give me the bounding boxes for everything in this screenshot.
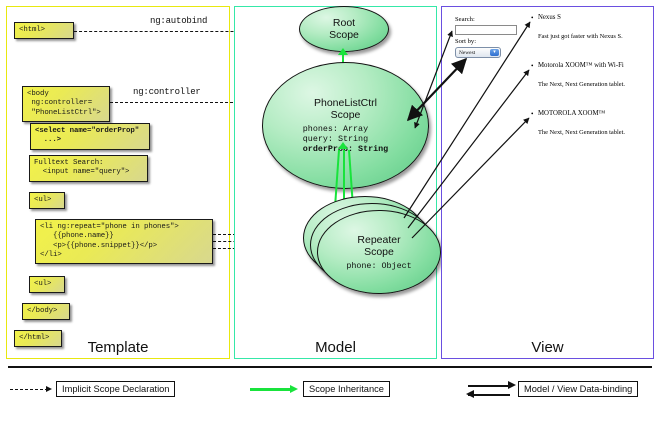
legend-green-arrowhead (290, 384, 298, 393)
scope-prop-plain: phones: Array query: String (302, 124, 369, 144)
code-box-select: <select name="orderProp" ...> (30, 123, 150, 150)
search-input[interactable] (455, 25, 517, 35)
chevron-updown-icon: ▾ (490, 49, 499, 56)
connector-autobind-line (74, 31, 289, 32)
connector-autobind-label: ng:autobind (150, 16, 208, 26)
inheritance-arrow-repeater-head (338, 142, 348, 149)
column-label-model: Model (315, 339, 356, 356)
phone-snippet-2: The Next, Next Generation tablet. (538, 129, 625, 136)
sort-select-value: Newest (459, 49, 476, 56)
column-view: View (441, 6, 654, 359)
legend-binding-arrowhead-right (508, 380, 516, 389)
connector-controller-line (110, 102, 253, 103)
connector-controller-label: ng:controller (133, 87, 201, 97)
column-label-template: Template (87, 339, 149, 356)
legend-dash-line (10, 389, 48, 390)
sort-select[interactable]: Newest ▾ (455, 47, 501, 58)
scope-prop-bold: orderProp: String (302, 144, 389, 154)
legend: Implicit Scope Declaration Scope Inherit… (0, 366, 660, 421)
column-label-view: View (531, 339, 564, 356)
phone-name-0: Nexus S (531, 14, 561, 22)
legend-label-scope-inheritance: Scope Inheritance (303, 381, 390, 397)
phone-name-2: MOTOROLA XOOM™ (531, 110, 605, 118)
sort-label: Sort by: (455, 38, 477, 45)
search-label: Search: (455, 16, 475, 23)
legend-divider (8, 366, 652, 368)
legend-label-implicit-scope-declaration: Implicit Scope Declaration (56, 381, 176, 397)
column-template: Template (6, 6, 230, 359)
legend-binding-arrowhead-left (466, 389, 474, 398)
code-box-body-close: </body> (22, 303, 70, 321)
code-box-body-open: <body ng:controller= "PhoneListCtrl"> (22, 86, 110, 122)
code-box-html-open: <html> (14, 22, 74, 40)
phone-snippet-1: The Next, Next Generation tablet. (538, 81, 625, 88)
code-box-li-repeat: <li ng:repeat="phone in phones"> {{phone… (35, 219, 213, 265)
code-box-ul-close: <ul> (29, 276, 65, 294)
legend-binding-line-bottom (468, 394, 510, 396)
legend-binding-line-top (468, 385, 510, 387)
scope-repeater-props: phone: Object (346, 260, 412, 271)
legend-label-model-view-data-binding: Model / View Data-binding (518, 381, 639, 397)
legend-dash-arrowhead (46, 385, 52, 392)
inheritance-arrow-root-head (337, 48, 348, 55)
code-box-html-close: </html> (14, 330, 62, 348)
code-box-ul-open: <ul> (29, 192, 65, 210)
legend-green-line (250, 388, 292, 391)
phone-name-1: Motorola XOOM™ with Wi-Fi (531, 62, 624, 70)
phone-snippet-0: Fast just got faster with Nexus S. (538, 33, 623, 40)
code-box-fulltext-search: Fulltext Search: <input name="query"> (29, 155, 148, 182)
